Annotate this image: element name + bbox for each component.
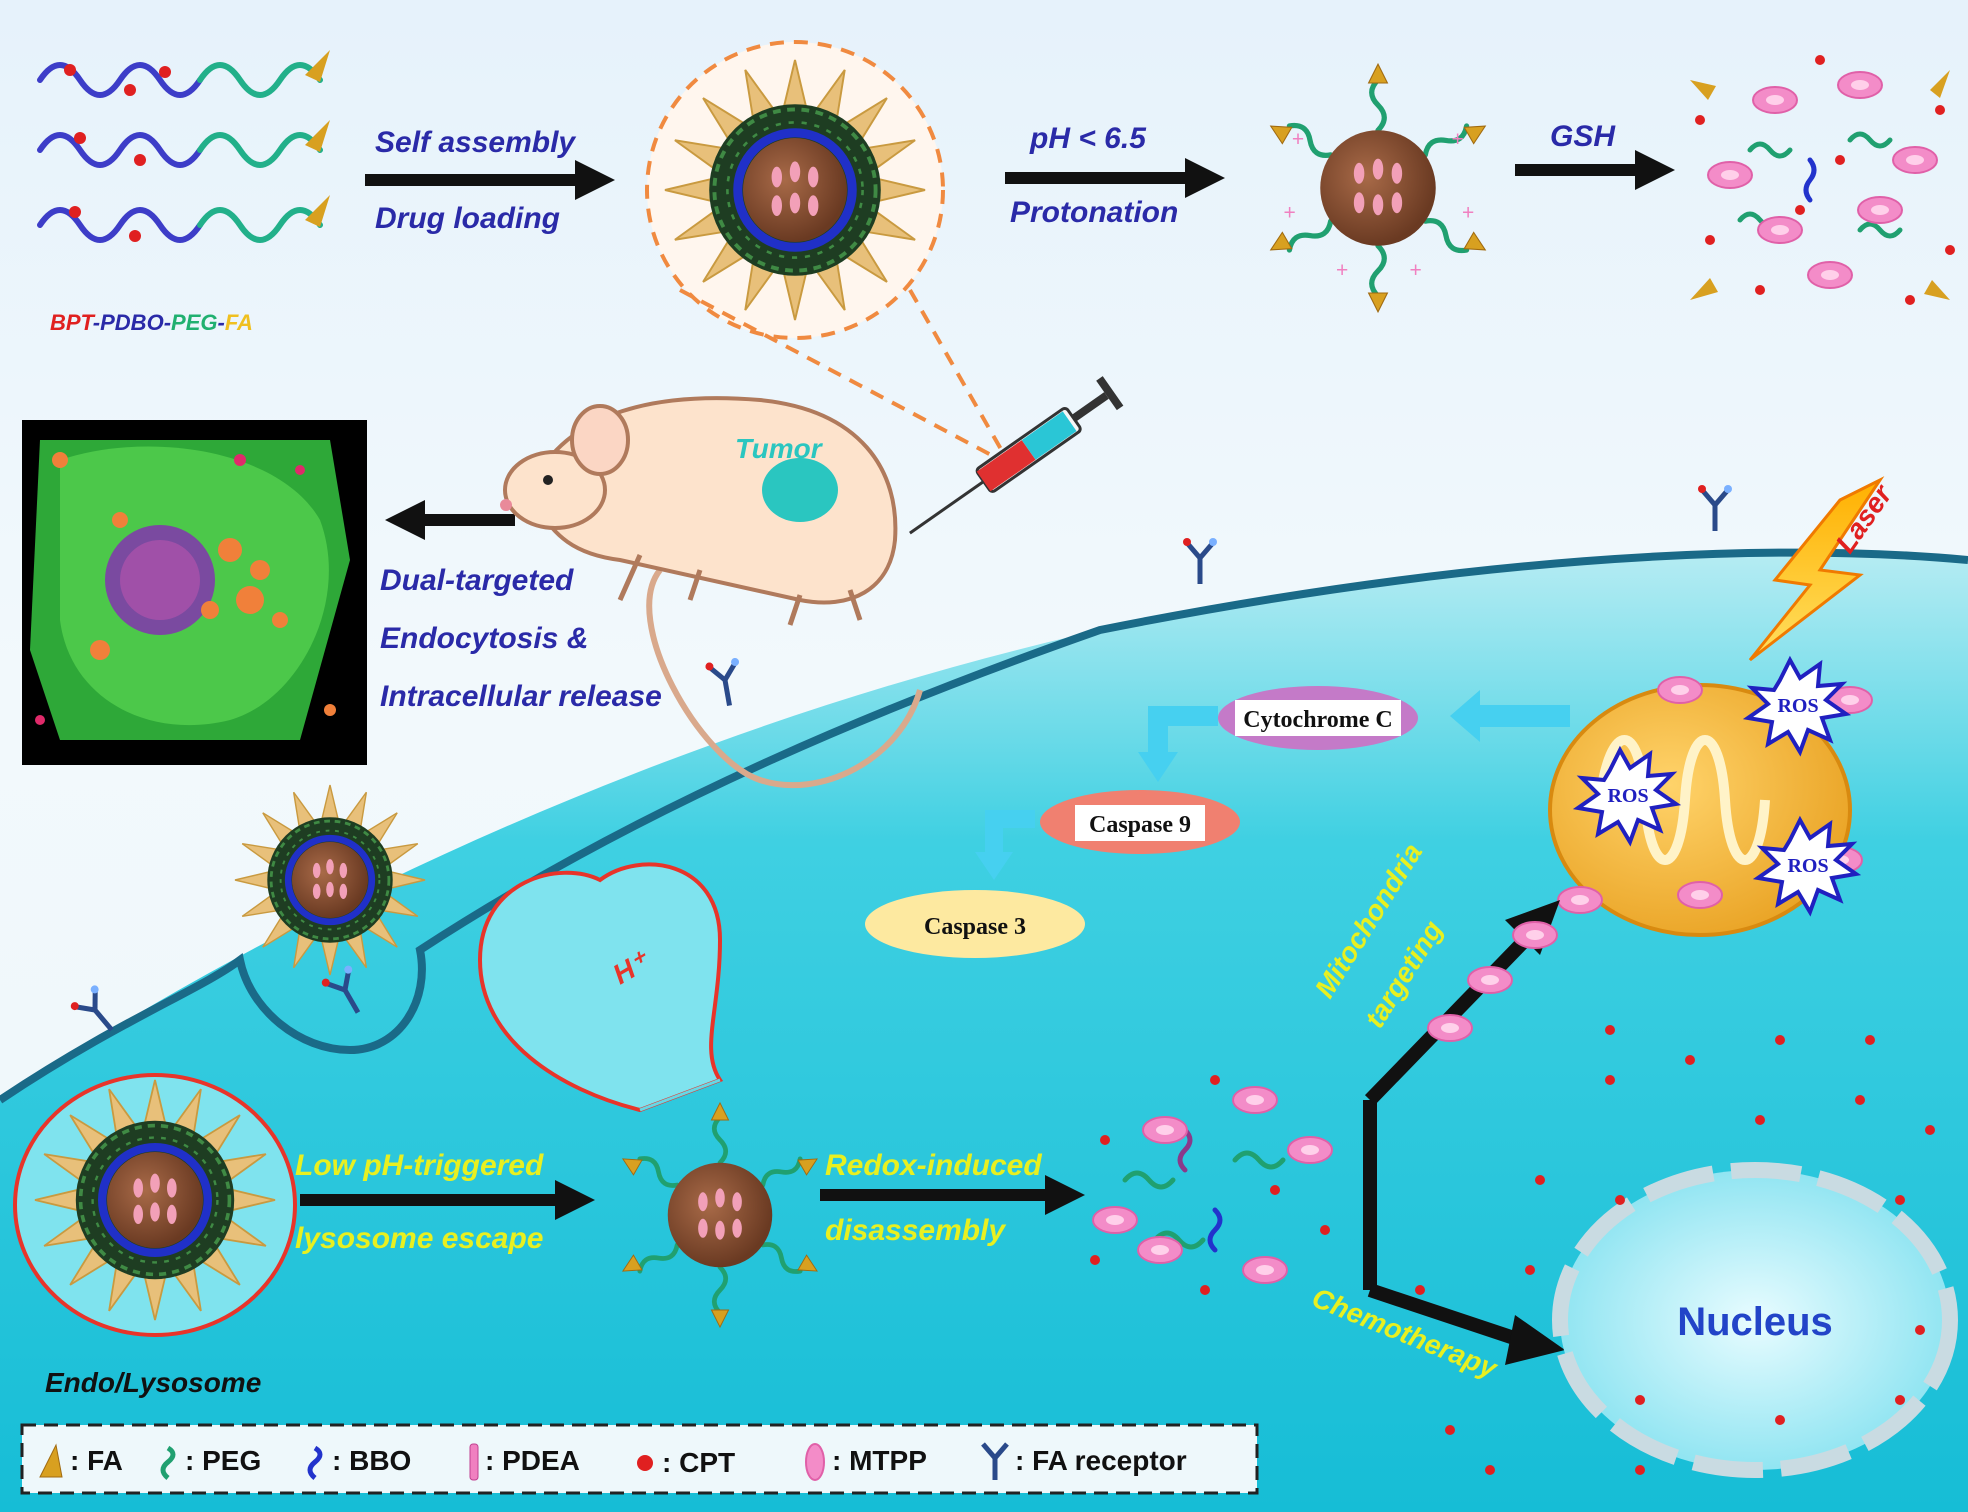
gsh-arrow (1515, 150, 1675, 190)
fa-receptor-icon (981, 1442, 1009, 1480)
polymer-name-dash: - (164, 310, 171, 335)
zoom-guide-line (908, 289, 1012, 466)
cytochrome-c-node (1218, 686, 1418, 750)
nucleus (1552, 1162, 1958, 1478)
legend-fa-receptor-label: : FA receptor (1015, 1445, 1187, 1476)
ros-burst-icon (1572, 655, 1862, 917)
endo-lysosome-label: Endo/Lysosome (45, 1367, 261, 1398)
legend-mtpp-label: : MTPP (832, 1445, 927, 1476)
laser-beam-icon (1748, 476, 1885, 662)
caspase-9-label: Caspase 9 (1089, 812, 1191, 838)
endo-lysosome (13, 1073, 297, 1337)
legend-peg-label: : PEG (185, 1445, 261, 1476)
fa-cone-icon (39, 1443, 63, 1478)
caspase-9-node (1040, 790, 1240, 854)
redox-arrow (820, 1175, 1085, 1215)
uptake-label-line3: Intracellular release (380, 680, 662, 713)
drug-loading-label: Drug loading (375, 202, 560, 235)
polymer-chains (37, 50, 330, 243)
svg-text:+: + (1284, 202, 1296, 225)
svg-text:+: + (1292, 128, 1304, 151)
legend-pdea-label: : PDEA (485, 1445, 580, 1476)
cell-micrograph (22, 420, 367, 765)
gsh-label: GSH (1550, 120, 1616, 153)
polymer-name-dash: - (93, 310, 100, 335)
polymer-name-fa: FA (225, 310, 253, 335)
nucleus-label: Nucleus (1677, 1300, 1833, 1344)
caspase-3-label: Caspase 3 (924, 914, 1026, 940)
mouse-illustration (500, 396, 923, 789)
svg-text:+: + (1462, 202, 1474, 225)
cpt-dot-icon (637, 1455, 653, 1471)
polymer-name-bpt: BPT (50, 310, 96, 335)
bbo-chain-icon (307, 1445, 323, 1480)
cytochrome-c-label: Cytochrome C (1243, 707, 1393, 733)
ros-label: ROS (1607, 785, 1648, 807)
lysosome-escape-bubble (477, 862, 724, 1113)
escape-label-line1: Low pH-triggered (295, 1149, 544, 1182)
cell-membrane (0, 548, 1968, 1104)
endocytosed-nanoparticle (235, 785, 425, 975)
svg-text:+: + (1410, 259, 1422, 282)
svg-text:+: + (1452, 128, 1464, 151)
disassembled-cluster-cell (1090, 1075, 1333, 1295)
polymer-name-pdbo: PDBO (100, 310, 164, 335)
peg-chain-icon (160, 1445, 176, 1480)
mtpp-diamond-icon (805, 1443, 825, 1481)
self-assembly-arrow (365, 160, 615, 200)
disassembled-cluster-top (1690, 55, 1955, 305)
self-assembly-label: Self assembly (375, 126, 576, 159)
cpt-dot-icon (1415, 1025, 1935, 1475)
svg-text:+: + (1336, 259, 1348, 282)
tumor-label: Tumor (735, 433, 824, 464)
uptake-label-line2: Endocytosis & (380, 622, 588, 655)
redox-label-line2: disassembly (825, 1214, 1006, 1247)
caspase-3-node (865, 890, 1085, 958)
escape-label-line2: lysosome escape (295, 1222, 543, 1255)
redox-label-line1: Redox-induced (825, 1149, 1042, 1182)
micrograph-arrow (385, 500, 515, 540)
syringe-icon (909, 376, 1124, 535)
legend-fa-label: : FA (70, 1445, 123, 1476)
ros-label: ROS (1777, 695, 1818, 717)
svg-text:BPT-PDBO-PEG-FA: BPT-PDBO-PEG-FA (50, 310, 253, 335)
cell-cytoplasm (0, 552, 1968, 1512)
magnified-nanoparticle (665, 60, 925, 320)
protonation-label: Protonation (1010, 196, 1178, 229)
polymer-name-dash: - (217, 310, 224, 335)
lysosome-escape-arrow (300, 1180, 595, 1220)
legend-cpt-label: : CPT (662, 1447, 735, 1478)
ph-threshold-label: pH < 6.5 (1029, 122, 1147, 155)
protonation-arrow (1005, 158, 1225, 198)
protonated-nanoparticle: + + + + + + (1266, 64, 1490, 312)
ros-label: ROS (1787, 855, 1828, 877)
cascade-arrow (975, 690, 1570, 880)
pdea-segment-icon (469, 1443, 479, 1481)
uptake-label-line1: Dual-targeted (380, 564, 574, 597)
legend-bbo-label: : BBO (332, 1445, 411, 1476)
polymer-name-peg: PEG (171, 310, 217, 335)
